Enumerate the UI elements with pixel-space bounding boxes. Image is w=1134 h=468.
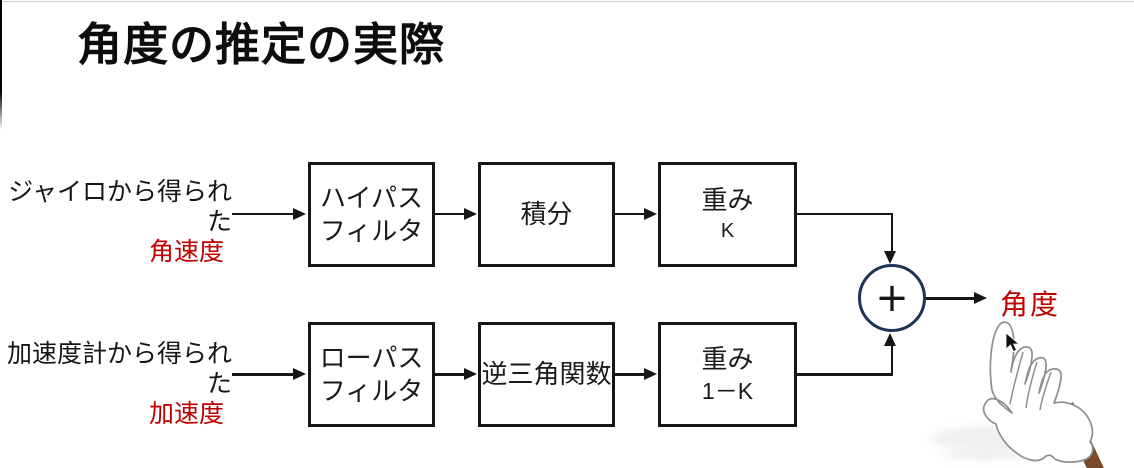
box-lowpass-line1: ローパス — [319, 342, 424, 373]
box-lowpass-filter: ローパス フィルタ — [308, 322, 435, 427]
source-label-gyro: ジャイロから得られた 角速度 — [0, 177, 232, 267]
glove-shape — [982, 321, 1094, 463]
source-label-accel: 加速度計から得られた 加速度 — [0, 339, 232, 429]
left-edge-artifact — [0, 0, 2, 130]
arrowhead-icon — [974, 292, 987, 304]
finger-gap-line — [1009, 351, 1024, 405]
finger-gap-line — [1025, 361, 1038, 409]
connector-invtrig-to-weight-1mk — [615, 373, 645, 376]
source-label-accel-line1: 加速度計から得られた — [6, 340, 232, 398]
box-highpass-filter: ハイパス フィルタ — [308, 162, 435, 267]
mouse-cursor-icon — [1005, 332, 1021, 353]
box-weight-1mk-line1: 重み — [701, 344, 754, 374]
box-integral: 積分 — [478, 162, 615, 267]
connector-gyro-to-highpass — [232, 212, 294, 216]
output-label: 角度 — [1000, 289, 1061, 320]
connector-summer-to-output — [926, 297, 975, 300]
connector-weight-k-elbow-h — [797, 212, 893, 216]
source-label-accel-value: 加速度 — [148, 400, 224, 428]
arrowhead-icon — [644, 207, 657, 220]
plus-operator: + — [875, 275, 909, 321]
box-weight-1mk-line2: 1－K — [701, 378, 754, 404]
smudge-artifact — [940, 450, 1030, 460]
box-inverse-trig: 逆三角関数 — [478, 322, 615, 427]
box-highpass-line1: ハイパス — [320, 182, 423, 213]
connector-weight-1mk-elbow-h — [797, 373, 893, 376]
source-label-gyro-value: 角速度 — [148, 238, 224, 266]
slide-title: 角度の推定の実際 — [77, 19, 446, 70]
box-highpass-line2: フィルタ — [319, 215, 424, 246]
connector-highpass-to-integral — [435, 212, 465, 216]
box-inverse-trig-label: 逆三角関数 — [481, 359, 612, 389]
arrowhead-icon — [464, 368, 477, 380]
connector-accel-to-lowpass — [232, 373, 294, 376]
source-label-gyro-line1: ジャイロから得られた — [8, 178, 232, 236]
arrowhead-icon — [293, 207, 306, 220]
box-weight-1-minus-k: 重み 1－K — [658, 322, 797, 427]
connector-lowpass-to-invtrig — [435, 373, 465, 376]
box-integral-label: 積分 — [520, 199, 573, 229]
arrowhead-icon — [644, 368, 657, 380]
arrowhead-icon — [884, 251, 897, 264]
arrowhead-icon — [293, 368, 306, 380]
box-weight-k-line2: K — [720, 220, 735, 242]
connector-weight-k-elbow-v — [890, 212, 894, 252]
top-edge-artifact — [0, 1, 1134, 2]
box-weight-k: 重み K — [658, 162, 797, 267]
box-lowpass-line2: フィルタ — [319, 375, 424, 406]
pointing-hand-glove-icon — [982, 321, 1104, 468]
connector-weight-1mk-elbow-v — [890, 346, 894, 376]
summing-junction: + — [858, 264, 926, 332]
finger-gap-line — [1039, 371, 1052, 411]
pointer-hand-container — [982, 312, 1122, 468]
arrowhead-icon — [464, 207, 477, 220]
connector-integral-to-weight-k — [615, 212, 645, 216]
box-weight-k-line1: 重み — [701, 185, 754, 215]
arrowhead-icon — [884, 333, 897, 346]
